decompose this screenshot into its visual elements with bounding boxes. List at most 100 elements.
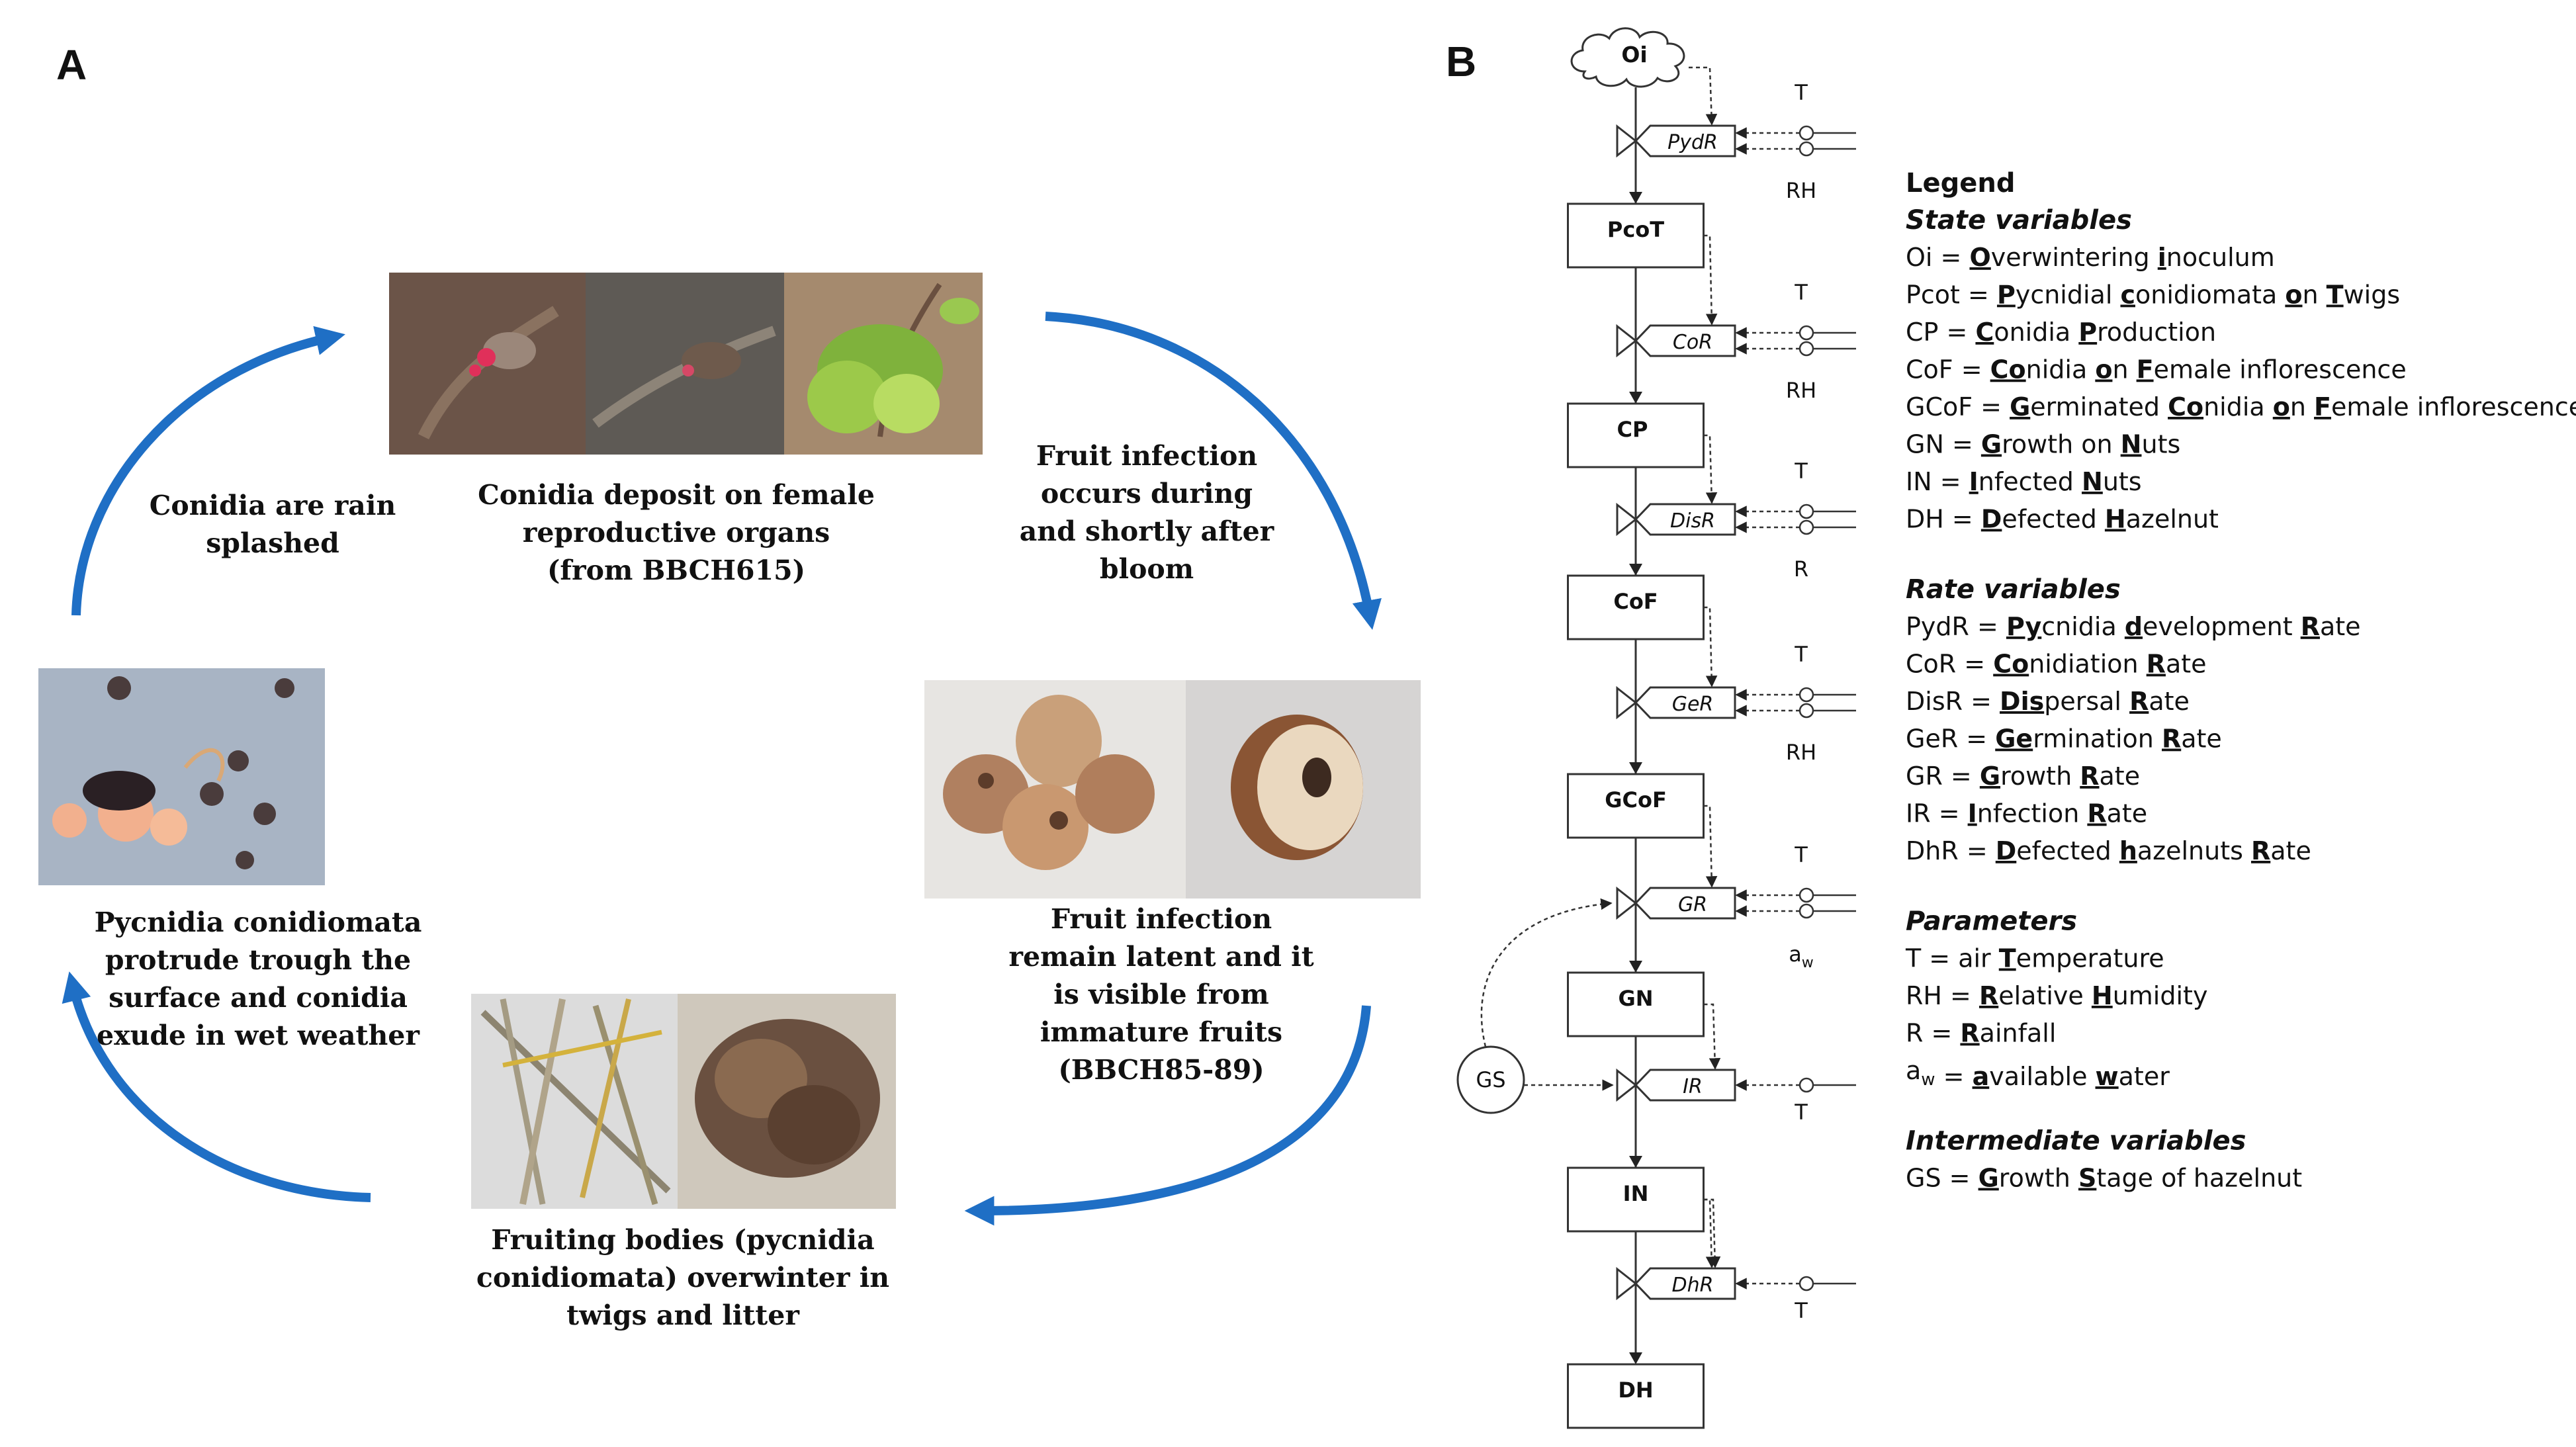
legend-text-part: a bbox=[1973, 1062, 1990, 1091]
state-box bbox=[1567, 202, 1705, 269]
legend-text-part: Ge bbox=[1995, 724, 2033, 754]
legend-text-part: IN = bbox=[1906, 467, 1969, 496]
legend-text-part: n bbox=[2112, 355, 2136, 384]
cycle-arrow-bottom-right bbox=[964, 1005, 1371, 1226]
aw-base: a bbox=[1789, 942, 1802, 967]
caption-line: Pycnidia conidiomata bbox=[95, 906, 422, 938]
valve-left bbox=[1616, 1068, 1638, 1102]
legend-text-part: ate bbox=[2166, 650, 2207, 679]
legend-item: CoR = Conidiation Rate bbox=[1906, 650, 2207, 679]
legend-item: GN = Growth on Nuts bbox=[1906, 430, 2180, 459]
legend-text-part: C bbox=[1975, 318, 1994, 347]
legend-item: Oi = Overwintering inoculum bbox=[1906, 243, 2275, 272]
legend-text-part: D bbox=[1996, 836, 2017, 865]
legend-item: aw = available water bbox=[1906, 1056, 2170, 1091]
legend-text-part: o bbox=[2095, 355, 2112, 384]
legend-text-part: n bbox=[2302, 281, 2326, 310]
input-label-bottom: RH bbox=[1786, 178, 1816, 203]
caption-line: (BBCH85-89) bbox=[1058, 1054, 1264, 1086]
legend-text-part: ate bbox=[2181, 724, 2222, 754]
valve-left bbox=[1616, 1266, 1638, 1301]
legend-text-part: verwintering bbox=[1991, 243, 2158, 272]
legend-text-part: nidiation bbox=[2029, 650, 2146, 679]
info-link bbox=[1703, 434, 1718, 504]
rate-label: IR bbox=[1683, 1075, 1703, 1098]
rate-box bbox=[1634, 1069, 1736, 1102]
flow-arrowhead bbox=[1629, 392, 1642, 404]
state-label: CoF bbox=[1613, 589, 1658, 614]
caption-line: surface and conidia bbox=[109, 982, 408, 1014]
info-link bbox=[1703, 805, 1718, 888]
input-node bbox=[1799, 887, 1814, 903]
legend-text-part: vailable bbox=[1989, 1062, 2095, 1091]
legend-text-part: n bbox=[2290, 392, 2314, 421]
legend-aw-sub: w bbox=[1921, 1070, 1935, 1090]
legend-text-part: Co bbox=[1993, 650, 2029, 679]
rate-label: PydR bbox=[1667, 131, 1718, 154]
legend-text-part: DhR = bbox=[1906, 836, 1996, 865]
input-label-bottom: aw bbox=[1789, 942, 1814, 971]
legend-text-part: persal bbox=[2044, 687, 2129, 716]
legend-text-part: wigs bbox=[2344, 281, 2401, 310]
legend-text-part: d bbox=[2125, 612, 2143, 641]
flow-arrowhead bbox=[1629, 192, 1642, 204]
rate-label: CoR bbox=[1673, 331, 1712, 354]
gs-circle bbox=[1456, 1045, 1525, 1114]
legend-section-heading: Parameters bbox=[1906, 906, 2077, 937]
legend-text-part: uts bbox=[2103, 467, 2142, 496]
state-label: PcoT bbox=[1607, 217, 1664, 242]
legend-text-part: efected bbox=[2016, 836, 2119, 865]
legend-item: CP = Conidia Production bbox=[1906, 318, 2216, 347]
legend-text-part: ater bbox=[2119, 1062, 2170, 1091]
caption-line: Fruit infection bbox=[1036, 440, 1257, 472]
rate-box bbox=[1634, 503, 1736, 536]
valve-left bbox=[1616, 685, 1638, 720]
state-label-oi: Oi bbox=[1621, 42, 1647, 67]
legend-text-part: nidia bbox=[2026, 355, 2096, 384]
legend-text-part: o bbox=[2273, 392, 2290, 421]
legend-text-part: Co bbox=[1990, 355, 2026, 384]
legend-text-part: T bbox=[1999, 944, 2016, 973]
input-node bbox=[1799, 125, 1814, 141]
legend-text-part: Oi = bbox=[1906, 243, 1969, 272]
input-label-top: T bbox=[1794, 842, 1808, 867]
legend-text-part: H bbox=[2092, 981, 2113, 1010]
legend-text-part: T bbox=[2327, 281, 2344, 310]
legend-text-part: Pcot = bbox=[1906, 281, 1997, 310]
state-label: GN bbox=[1618, 986, 1653, 1011]
legend-text-part: N bbox=[2082, 467, 2103, 496]
rate-label: GeR bbox=[1672, 693, 1714, 716]
legend-text-part: nfected bbox=[1978, 467, 2082, 496]
legend-section-heading: Intermediate variables bbox=[1906, 1126, 2246, 1157]
legend-text-part: onidia bbox=[1994, 318, 2078, 347]
input-label-bottom: RH bbox=[1786, 740, 1816, 765]
legend-item: DH = Defected Hazelnut bbox=[1906, 505, 2219, 534]
photo-pycnidia bbox=[38, 668, 325, 885]
photo-hazel-flowers bbox=[389, 273, 983, 455]
input-label-bottom: RH bbox=[1786, 378, 1816, 403]
state-label: IN bbox=[1623, 1181, 1649, 1206]
legend-text-part: F bbox=[2314, 392, 2331, 421]
legend-text-part: ainfall bbox=[1980, 1019, 2057, 1048]
panel-a-label: A bbox=[56, 41, 87, 89]
input-label-bottom: R bbox=[1794, 556, 1808, 582]
source-cloud-oi bbox=[1570, 27, 1685, 88]
info-link bbox=[1703, 1003, 1721, 1070]
input-node bbox=[1799, 1077, 1814, 1093]
legend-text-part: R bbox=[2147, 650, 2166, 679]
legend-item: DisR = Dispersal Rate bbox=[1906, 687, 2190, 716]
legend-text-part: ate bbox=[2270, 836, 2311, 865]
legend-item: IN = Infected Nuts bbox=[1906, 467, 2142, 496]
caption-line: bloom bbox=[1100, 553, 1194, 585]
legend-text-part: i bbox=[2158, 243, 2166, 272]
caption-line: Conidia deposit on female bbox=[478, 479, 875, 511]
legend-text-part: D bbox=[1981, 505, 2002, 534]
photo-infected-nuts bbox=[924, 680, 1421, 899]
legend-section-heading: Rate variables bbox=[1906, 574, 2121, 605]
legend-text-part: efected bbox=[2002, 505, 2105, 534]
rate-box bbox=[1634, 686, 1736, 719]
